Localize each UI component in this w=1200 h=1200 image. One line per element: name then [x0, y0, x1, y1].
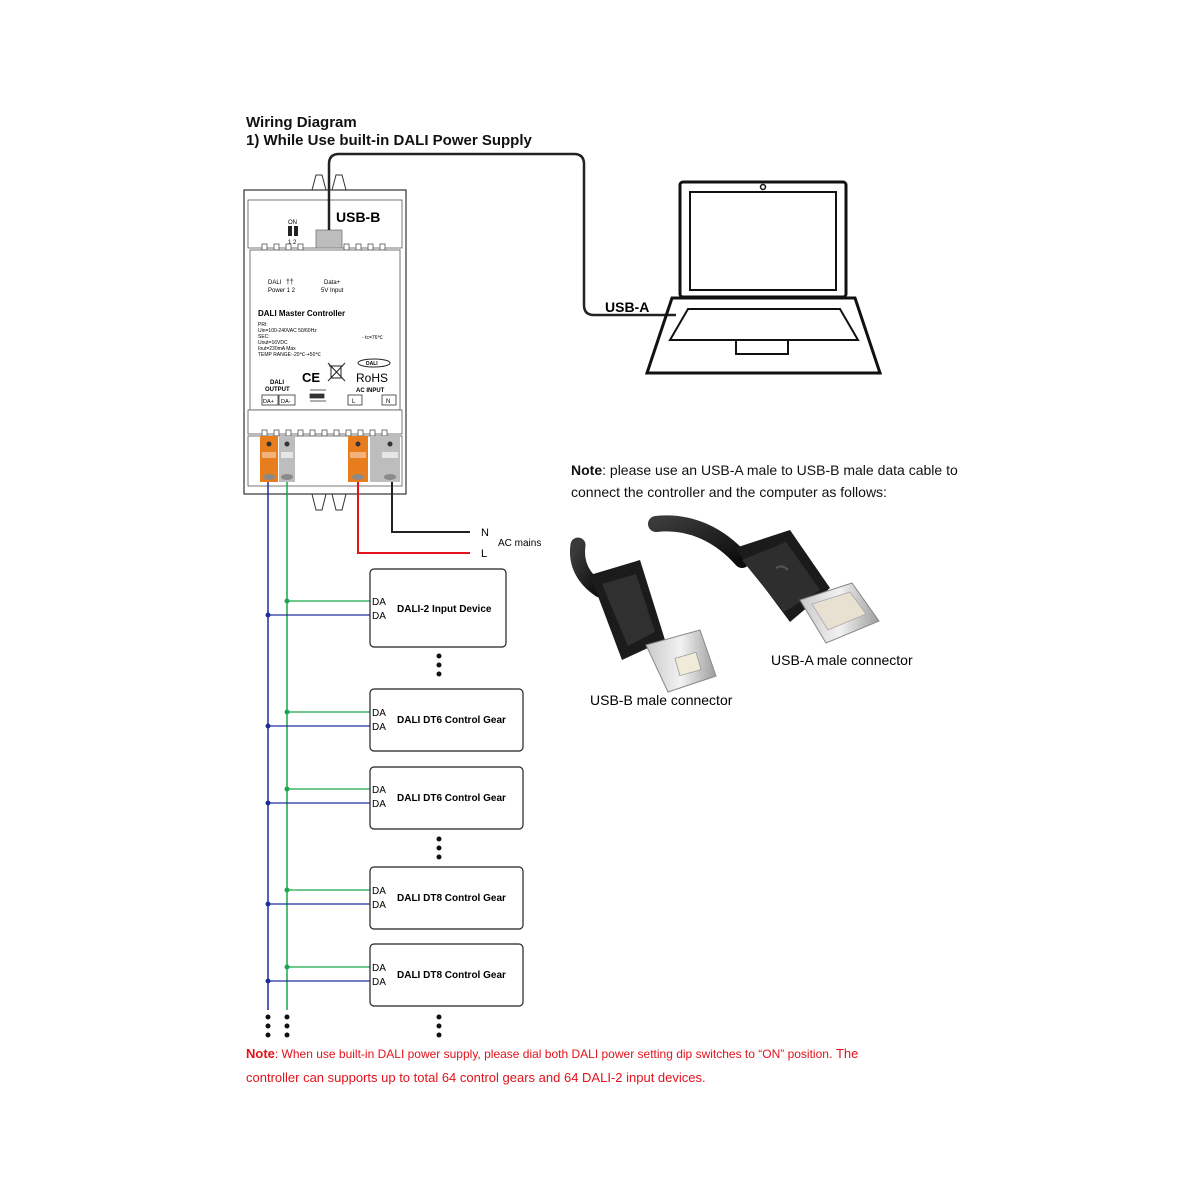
usb-a-caption: USB-A male connector — [771, 652, 913, 668]
device-name: DALI DT6 Control Gear — [397, 715, 506, 726]
terminal-l: L — [352, 399, 356, 405]
usb-b-male-connector-image — [569, 537, 717, 693]
device-box: DA DA DALI DT8 Control Gear — [265, 866, 524, 930]
wiring-hint-icon — [309, 389, 326, 402]
tc-label: - tc=76℃ — [362, 335, 383, 341]
usb-cable-note: Note: please use an USB-A male to USB-B … — [571, 459, 1001, 503]
terminal-da-plus: DA+ — [263, 399, 274, 405]
terminal-block-n[interactable] — [370, 436, 400, 482]
device-da-label: DA — [372, 886, 386, 897]
device-da-label: DA — [372, 597, 386, 608]
output-label: OUTPUT — [265, 387, 290, 393]
device-name: DALI DT6 Control Gear — [397, 793, 506, 804]
device-da-label: DA — [372, 799, 386, 810]
device-da-label: DA — [372, 977, 386, 988]
spec-line: PRI: — [258, 322, 268, 328]
terminal-block-da-minus[interactable] — [279, 436, 295, 482]
usb-note-bold: Note — [571, 462, 603, 478]
data-plus-label: Data+ — [324, 280, 341, 286]
device-name: DALI-2 Input Device — [397, 604, 492, 615]
spec-line: Uout=16VDC — [258, 340, 288, 346]
device-da-label: DA — [372, 900, 386, 911]
weee-bin-icon — [327, 362, 346, 382]
device-da-label: DA — [372, 722, 386, 733]
usb-b-label: USB-B — [336, 209, 380, 225]
power-12-label: Power 1 2 — [268, 288, 296, 294]
dip-switch-note: Note: When use built-in DALI power suppl… — [246, 1042, 1006, 1090]
usb-a-label: USB-A — [605, 299, 649, 315]
continuation-dots — [436, 653, 442, 677]
device-box: DA DA DALI DT6 Control Gear — [265, 688, 524, 752]
usb-b-caption: USB-B male connector — [590, 692, 733, 708]
page-subtitle: 1) While Use built-in DALI Power Supply — [246, 132, 532, 149]
ac-input-label: AC INPUT — [356, 388, 385, 394]
continuation-dots — [436, 836, 442, 860]
spec-line: Uin=100-240VAC 50/60Hz — [258, 328, 317, 334]
laptop-icon — [644, 180, 883, 375]
dip-numbers: 1 2 — [288, 240, 297, 246]
terminal-block-da-plus[interactable] — [260, 436, 278, 482]
continuation-dots — [436, 1014, 442, 1038]
usb-a-male-connector-image — [648, 515, 880, 644]
mains-l-label: L — [481, 548, 487, 560]
mains-n-label: N — [481, 527, 489, 539]
device-box: DA DA DALI DT8 Control Gear — [265, 943, 524, 1007]
dali-output-label: DALI — [270, 380, 284, 386]
terminal-block-l[interactable] — [348, 436, 368, 482]
device-da-label: DA — [372, 611, 386, 622]
model-label: DALI Master Controller — [258, 309, 345, 318]
device-name: DALI DT8 Control Gear — [397, 893, 506, 904]
dali-power-label: DALI — [268, 280, 282, 286]
device-name: DALI DT8 Control Gear — [397, 970, 506, 981]
device-da-label: DA — [372, 963, 386, 974]
spec-line: TEMP RANGE:-20℃-+50℃ — [258, 352, 321, 358]
dip-switch-2[interactable] — [294, 226, 298, 236]
page-title: Wiring Diagram — [246, 114, 357, 131]
ac-mains-label: AC mains — [498, 538, 541, 549]
ce-mark: CE — [302, 370, 320, 385]
rohs-mark: RoHS — [356, 371, 388, 385]
device-da-label: DA — [372, 708, 386, 719]
dip-on-label: ON — [288, 220, 297, 226]
usb-b-port — [315, 229, 343, 249]
wire-neutral — [391, 482, 470, 533]
dip-switch-1[interactable] — [288, 226, 292, 236]
dali-controller: USB-B ON 1 2 DALI †† Power 1 2 Data+ 5V … — [243, 174, 407, 511]
bottom-note-line2: controller can supports up to total 64 c… — [246, 1070, 706, 1085]
terminal-da-minus: DA- — [281, 399, 291, 405]
bottom-note-bold: Note — [246, 1046, 275, 1061]
wire-live — [357, 482, 470, 554]
dali-logo — [357, 358, 391, 368]
spec-line: Iout=230mA Max — [258, 346, 296, 352]
spec-line: SEC: — [258, 334, 270, 340]
device-da-label: DA — [372, 785, 386, 796]
bottom-note-line1: : When use built-in DALI power supply, p… — [274, 1047, 829, 1061]
device-box: DA DA DALI-2 Input Device — [265, 568, 507, 648]
usb-cable — [327, 152, 676, 317]
led-indicators-icon: †† — [286, 279, 294, 286]
bottom-note-line1-tail: . The — [828, 1046, 859, 1061]
spec-lines: PRI: Uin=100-240VAC 50/60Hz SEC: Uout=16… — [258, 322, 321, 358]
bus-continuation-dots — [265, 1014, 290, 1038]
terminal-n: N — [386, 399, 390, 405]
usb-note-text: : please use an USB-A male to USB-B male… — [571, 462, 958, 500]
input-5v-label: 5V Input — [321, 288, 344, 294]
dali-logo-text: DALI — [366, 361, 378, 367]
device-box: DA DA DALI DT6 Control Gear — [265, 766, 524, 830]
